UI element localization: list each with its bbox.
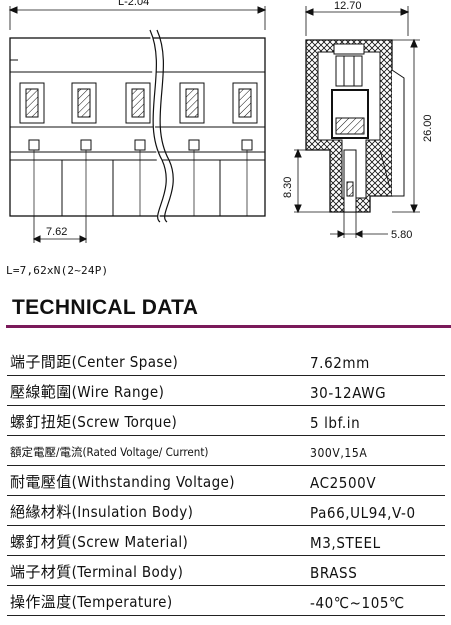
spec-label: 螺釘材質(Screw Material) (10, 533, 189, 551)
spec-label: 端子材質(Terminal Body) (10, 563, 184, 581)
pin-sockets (28, 139, 253, 216)
pitch-dimension-label: 7.62 (46, 226, 67, 238)
screw-windows (19, 82, 258, 124)
spec-value: BRASS (310, 564, 358, 582)
side-view (294, 6, 420, 238)
spec-label: 耐電壓值(Withstanding Voltage) (10, 473, 235, 491)
title-underline (6, 325, 451, 328)
length-formula: L=7,62xN(2~24P) (6, 264, 109, 277)
pin-offset-label: 5.80 (391, 229, 412, 241)
spec-row: 螺釘扭矩(Screw Torque) 5 lbf.in (7, 406, 445, 436)
spec-row: 額定電壓/電流(Rated Voltage/ Current) 300V,15A (7, 436, 445, 466)
spec-value: M3,STEEL (310, 534, 381, 552)
spec-row: 螺釘材質(Screw Material) M3,STEEL (7, 526, 445, 556)
spec-value: 300V,15A (310, 446, 368, 460)
pin-height-label: 8.30 (282, 177, 294, 198)
spec-row: 操作溫度(Temperature) -40℃~105℃ (7, 586, 445, 616)
spec-label: 壓線範圍(Wire Range) (10, 383, 165, 401)
spec-label: 螺釘扭矩(Screw Torque) (10, 413, 178, 431)
technical-drawing: L-2.04 7.62 (8, 0, 434, 243)
spec-value: 7.62mm (310, 354, 370, 372)
spec-label: 絕緣材料(Insulation Body) (10, 503, 194, 521)
spec-row: 壓線範圍(Wire Range) 30-12AWG (7, 376, 445, 406)
spec-row: 絕緣材料(Insulation Body) Pa66,UL94,V-0 (7, 496, 445, 526)
section-title: TECHNICAL DATA (12, 296, 199, 319)
spec-value: 5 lbf.in (310, 414, 361, 432)
front-view (8, 6, 267, 243)
length-dimension-label: L-2.04 (118, 0, 149, 8)
spec-value: Pa66,UL94,V-0 (310, 504, 416, 522)
spec-value: 30-12AWG (310, 384, 387, 402)
spec-row: 端子間距(Center Spase) 7.62mm (7, 346, 445, 376)
spec-label: 端子間距(Center Spase) (10, 353, 179, 371)
side-width-label: 12.70 (334, 0, 362, 12)
spec-label: 額定電壓/電流(Rated Voltage/ Current) (10, 445, 209, 459)
spec-row: 端子材質(Terminal Body) BRASS (7, 556, 445, 586)
spec-table: 端子間距(Center Spase) 7.62mm 壓線範圍(Wire Rang… (7, 346, 445, 616)
side-height-label: 26.00 (422, 114, 434, 142)
spec-value: -40℃~105℃ (310, 594, 405, 612)
spec-label: 操作溫度(Temperature) (10, 593, 173, 611)
spec-value: AC2500V (310, 474, 377, 492)
spec-row: 耐電壓值(Withstanding Voltage) AC2500V (7, 466, 445, 496)
